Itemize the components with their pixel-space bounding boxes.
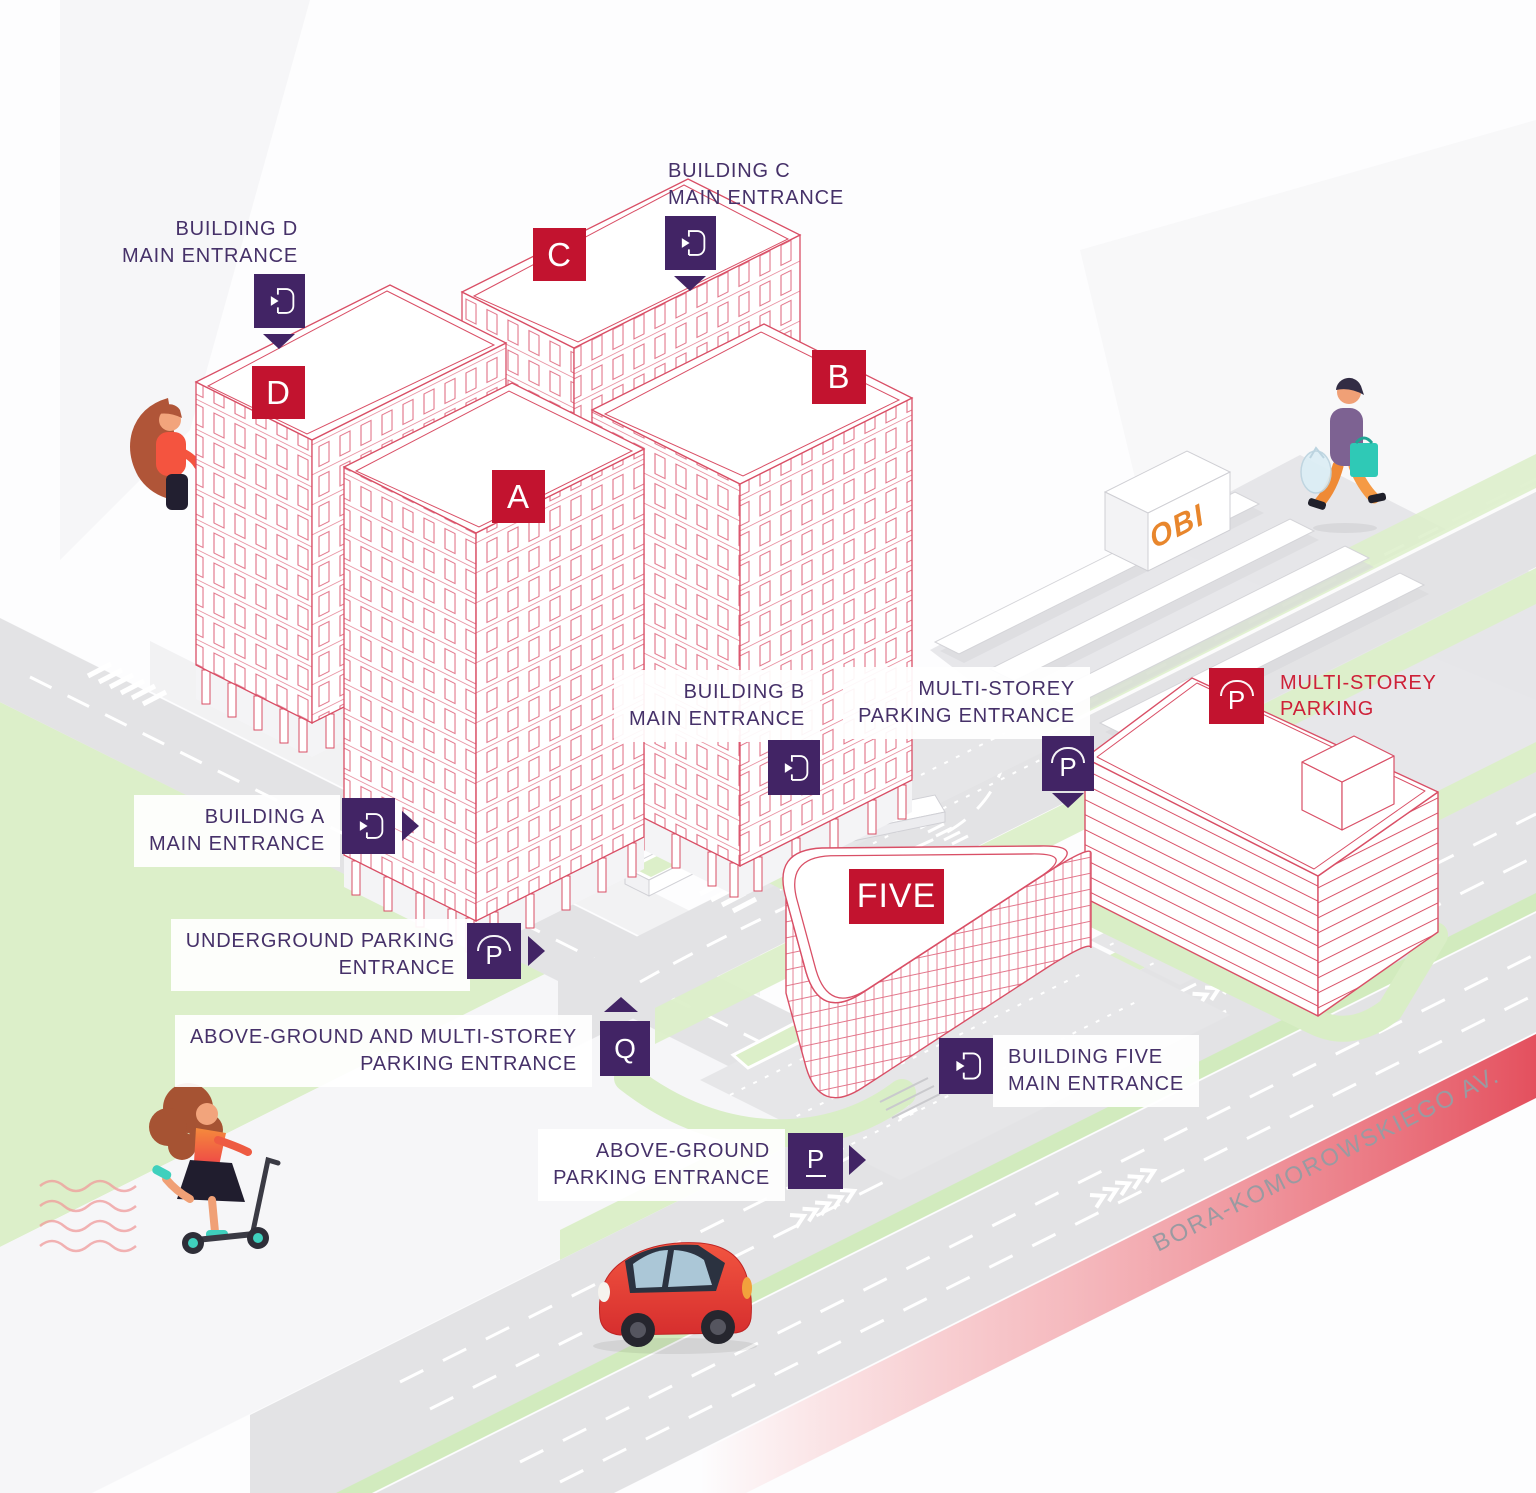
multi-storey-parking-badge: P xyxy=(1209,668,1264,724)
door-entrance-icon xyxy=(784,754,809,781)
callout-multi-storey-parking-entrance: MULTI-STOREY PARKING ENTRANCE xyxy=(843,667,1090,739)
underground-parking-entrance-marker: P xyxy=(467,923,521,979)
gate-q-marker: Q xyxy=(600,1021,650,1076)
callout-above-ground-multi-storey-entrance: ABOVE-GROUND AND MULTI-STOREY PARKING EN… xyxy=(175,1015,592,1087)
multi-storey-parking-building xyxy=(1084,677,1439,1017)
building-five-entrance-marker xyxy=(939,1038,993,1094)
label-multi-storey-parking: MULTI-STOREY PARKING xyxy=(1280,672,1437,720)
parking-underline-bar xyxy=(805,1174,826,1177)
badge-building-c: C xyxy=(533,228,586,281)
pedestrian-man xyxy=(1300,377,1387,533)
callout-building-a-entrance: BUILDING A MAIN ENTRANCE xyxy=(134,795,340,867)
callout-building-b-entrance: BUILDING B MAIN ENTRANCE xyxy=(614,670,820,742)
callout-above-ground-parking-entrance: ABOVE-GROUND PARKING ENTRANCE xyxy=(538,1129,785,1201)
building-b-entrance-marker xyxy=(768,740,820,795)
pointer-building-d xyxy=(263,334,295,349)
roof-stair-box xyxy=(1301,735,1395,831)
door-entrance-icon xyxy=(270,288,294,314)
red-accent-band xyxy=(700,1034,1536,1493)
pointer-underground-parking xyxy=(528,936,545,966)
multi-storey-parking-entrance-marker: P xyxy=(1042,736,1094,791)
badge-building-a: A xyxy=(492,470,545,523)
parking-letter: P xyxy=(1059,752,1077,782)
green-band-parking xyxy=(1062,892,1448,1042)
building-a-entrance-marker xyxy=(342,798,395,854)
building-a-tower xyxy=(342,382,646,953)
scooter-woman xyxy=(149,1083,281,1254)
parking-letter: P xyxy=(485,939,503,970)
motion-waves xyxy=(39,1179,137,1253)
q-icon: Q xyxy=(614,1032,636,1064)
badge-building-b: B xyxy=(812,350,866,404)
callout-building-c-entrance: BUILDING C MAIN ENTRANCE xyxy=(668,160,844,209)
pointer-building-a xyxy=(402,811,419,841)
badge-building-d: D xyxy=(252,366,305,419)
building-c-entrance-marker xyxy=(665,216,716,270)
callout-underground-parking-entrance: UNDERGROUND PARKING ENTRANCE xyxy=(170,919,470,991)
callout-building-five-entrance: BUILDING FIVE MAIN ENTRANCE xyxy=(993,1035,1199,1107)
plaza-band xyxy=(0,974,838,1493)
pointer-building-c xyxy=(674,276,706,291)
pointer-above-ground-parking xyxy=(849,1145,866,1175)
obi-store: OBI xyxy=(1103,450,1232,572)
callout-building-d-entrance: BUILDING D MAIN ENTRANCE xyxy=(122,218,298,267)
pointer-multi-storey-entrance xyxy=(1052,793,1084,808)
parking-underline-icon: P xyxy=(806,1143,825,1174)
red-car xyxy=(593,1242,757,1354)
above-ground-parking-entrance-marker: P xyxy=(788,1133,843,1189)
door-entrance-icon xyxy=(681,230,705,256)
parking-letter: P xyxy=(1227,684,1246,715)
building-d-entrance-marker xyxy=(254,274,305,328)
pointer-gate-q xyxy=(604,997,638,1012)
door-entrance-icon xyxy=(359,813,383,839)
door-entrance-icon xyxy=(956,1052,982,1080)
badge-building-five: FIVE xyxy=(849,869,944,924)
woman-behind-building xyxy=(130,398,202,510)
